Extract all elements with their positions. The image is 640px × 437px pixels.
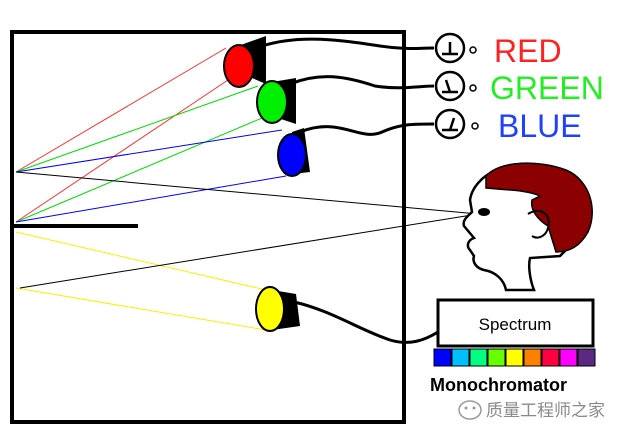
ray-green-top: [15, 85, 259, 173]
cables: [261, 37, 439, 344]
cable-blue: [299, 122, 435, 136]
ray-yellow-bottom: [15, 287, 267, 331]
spectrum-swatch: [451, 348, 470, 367]
watermark-text: 质量工程师之家: [486, 401, 605, 420]
spectrum-swatch: [433, 348, 452, 367]
ray-red-top: [15, 47, 227, 173]
ray-blue-bottom: [15, 175, 287, 223]
spectrum-swatch: [505, 348, 524, 367]
label-red: RED: [494, 33, 562, 69]
cable-red: [261, 37, 435, 50]
cable-green: [289, 75, 435, 90]
sight-line-top: [15, 171, 479, 215]
sight-line-bottom: [19, 213, 479, 289]
galvanometer-icon: [434, 70, 477, 102]
observer-head: [462, 162, 593, 292]
lamp-yellow: [255, 286, 300, 332]
spectrum-swatch: [487, 348, 506, 367]
ray-green-bottom: [15, 117, 263, 223]
lamp-blue: [277, 128, 310, 177]
spectrum-swatches: [433, 348, 596, 367]
galvanometer-icon: [434, 32, 477, 64]
spectrum-swatch: [469, 348, 488, 367]
label-green: GREEN: [490, 70, 604, 106]
spectrum-swatch: [577, 348, 596, 367]
eye: [478, 208, 490, 216]
spectrum-swatch: [559, 348, 578, 367]
monochromator-label: Monochromator: [430, 375, 567, 395]
lamp-red: [223, 36, 266, 88]
wechat-icon: [458, 400, 482, 420]
ray-blue-top: [15, 129, 283, 173]
lamp-green: [256, 78, 296, 124]
cable-yellow: [293, 300, 439, 344]
ray-yellow-top: [15, 231, 267, 291]
light-rays: [15, 47, 479, 331]
spectrum-box: Spectrum: [436, 298, 595, 348]
label-blue: BLUE: [498, 108, 582, 144]
galvanometer-icon: [434, 108, 479, 140]
spectrum-label: Spectrum: [479, 315, 552, 334]
spectrum-swatch: [541, 348, 560, 367]
ray-red-bottom: [15, 79, 229, 223]
hair: [485, 162, 593, 253]
spectrum-swatch: [523, 348, 542, 367]
ear: [527, 209, 550, 239]
